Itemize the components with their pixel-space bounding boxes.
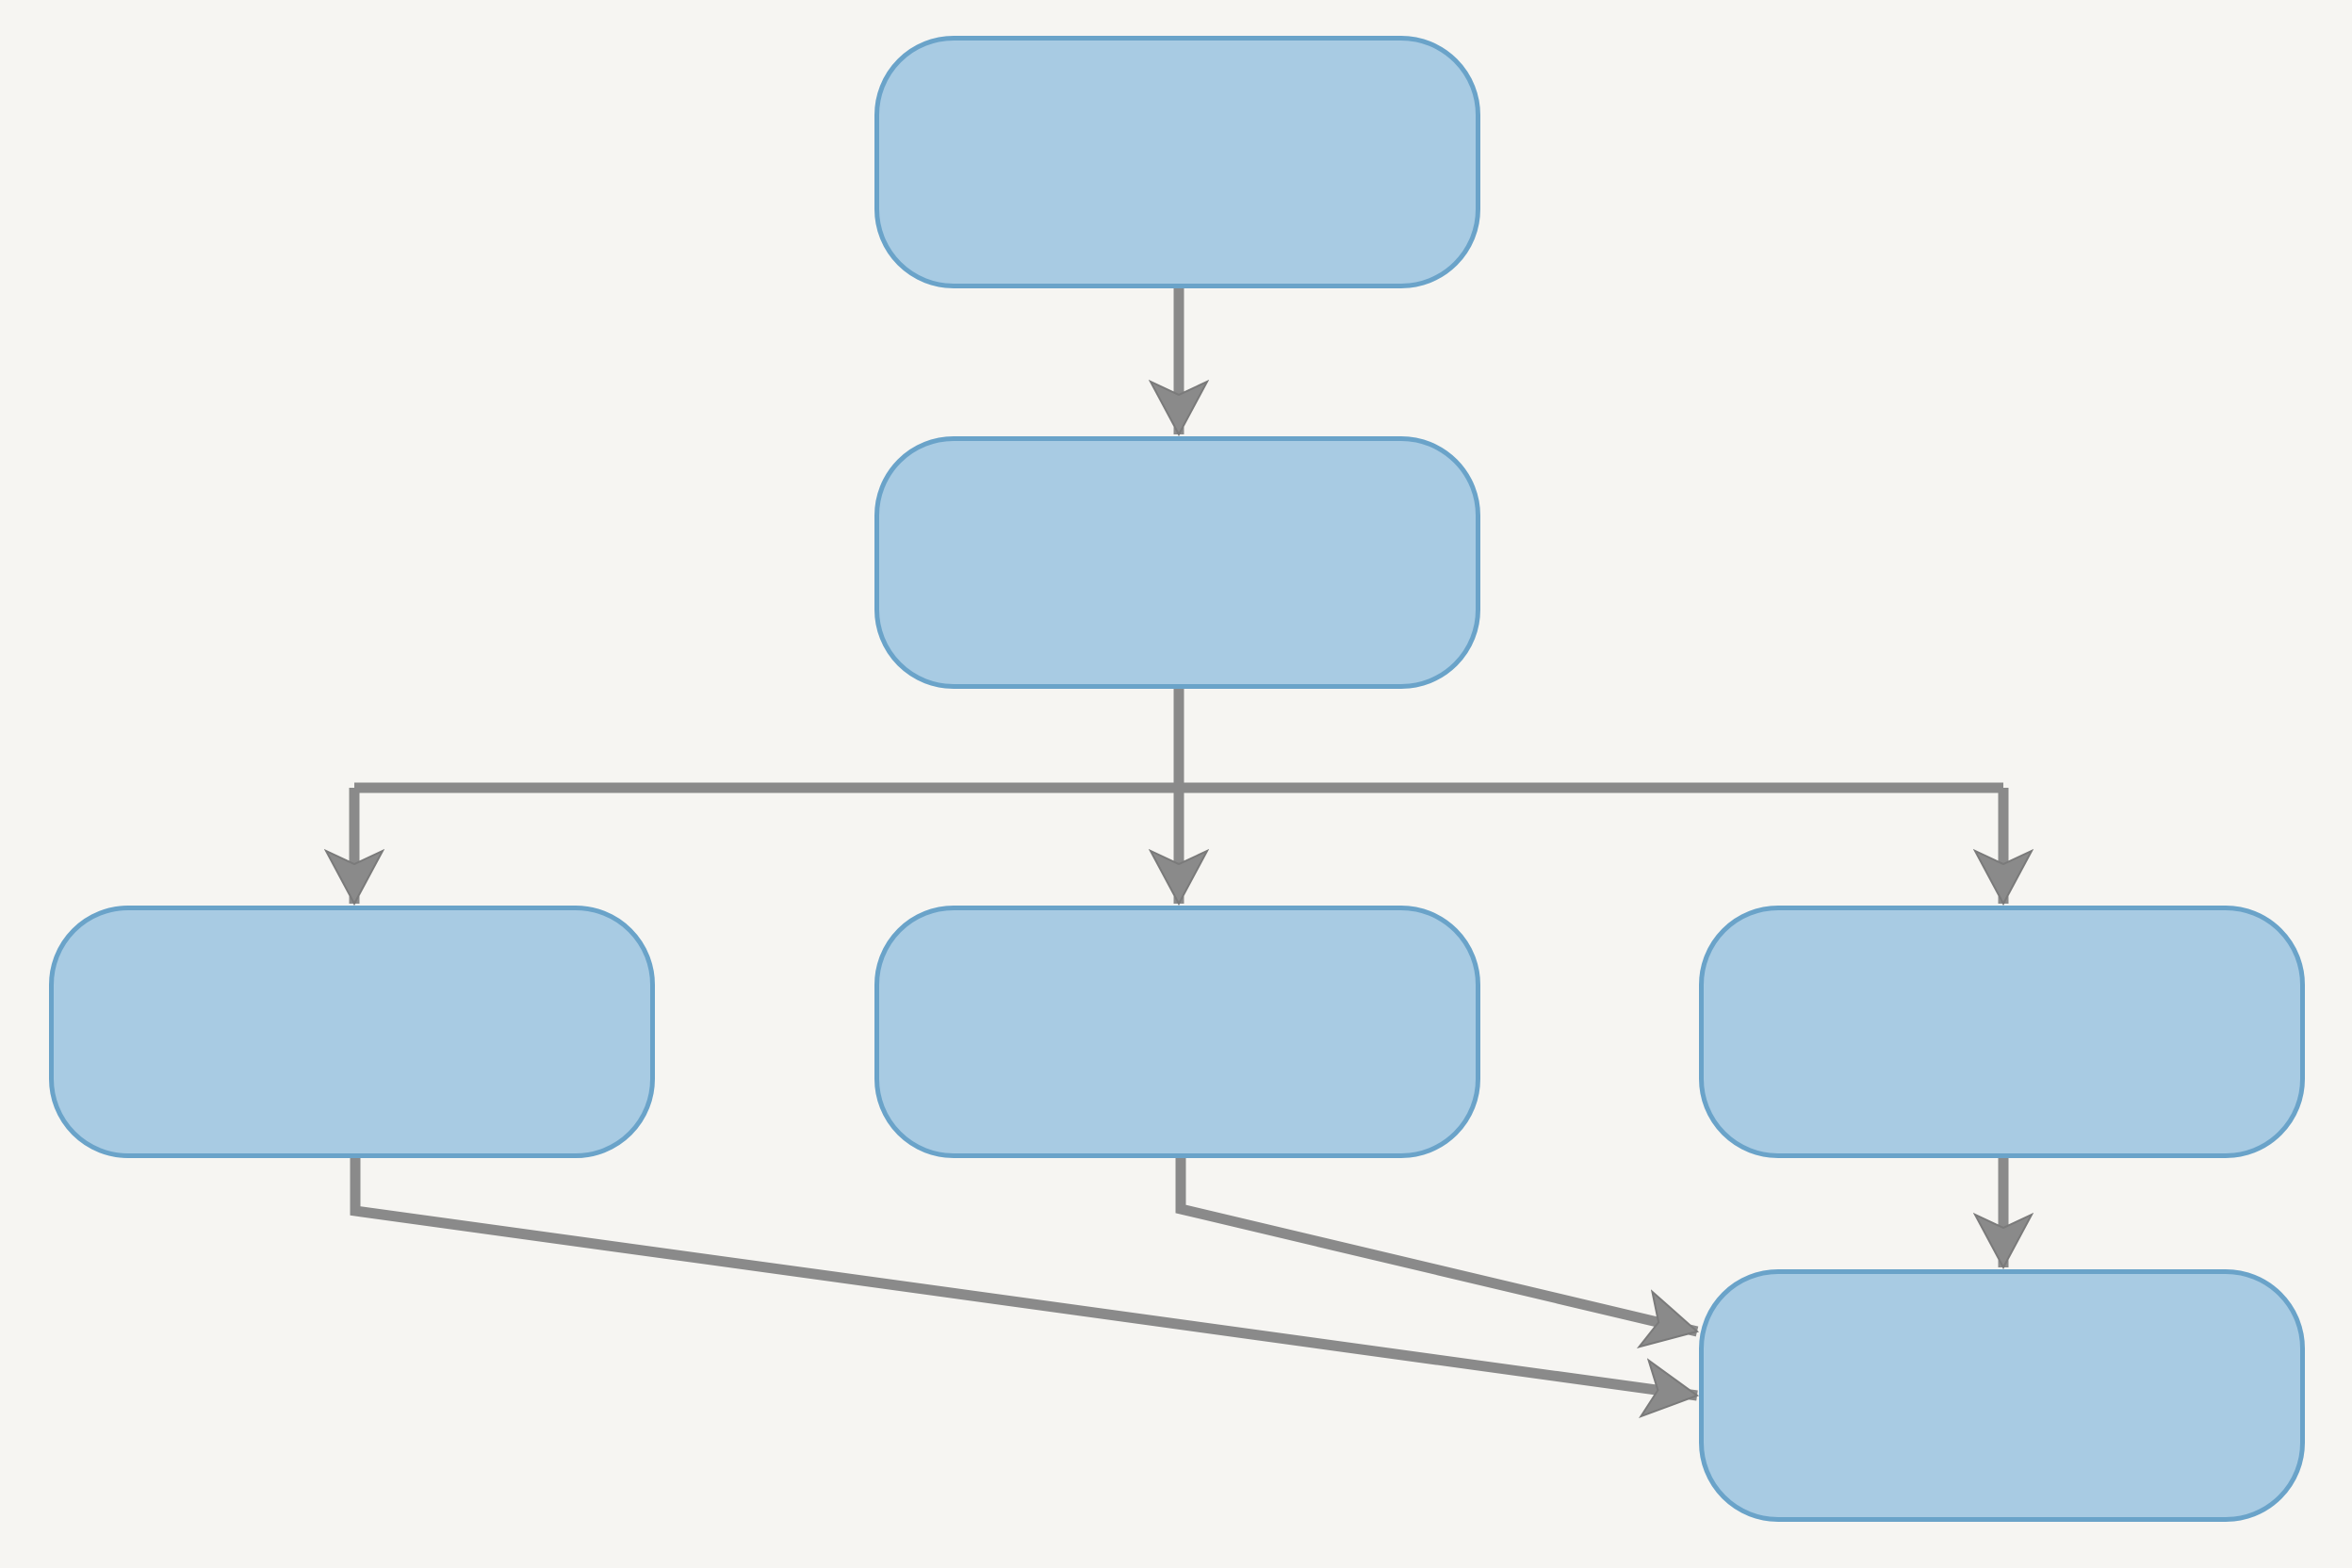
flow-node-5: [1699, 906, 2305, 1158]
flow-node-3: [49, 906, 655, 1158]
flow-node-1: [874, 36, 1480, 288]
edge-n3-to-n6: [350, 1158, 1697, 1396]
edge-n4-to-n6: [1175, 1158, 1697, 1331]
flow-node-4: [874, 906, 1480, 1158]
edge-n2-branch-bus: [354, 689, 2003, 793]
flow-node-2: [874, 436, 1480, 689]
flow-node-6: [1699, 1269, 2305, 1522]
